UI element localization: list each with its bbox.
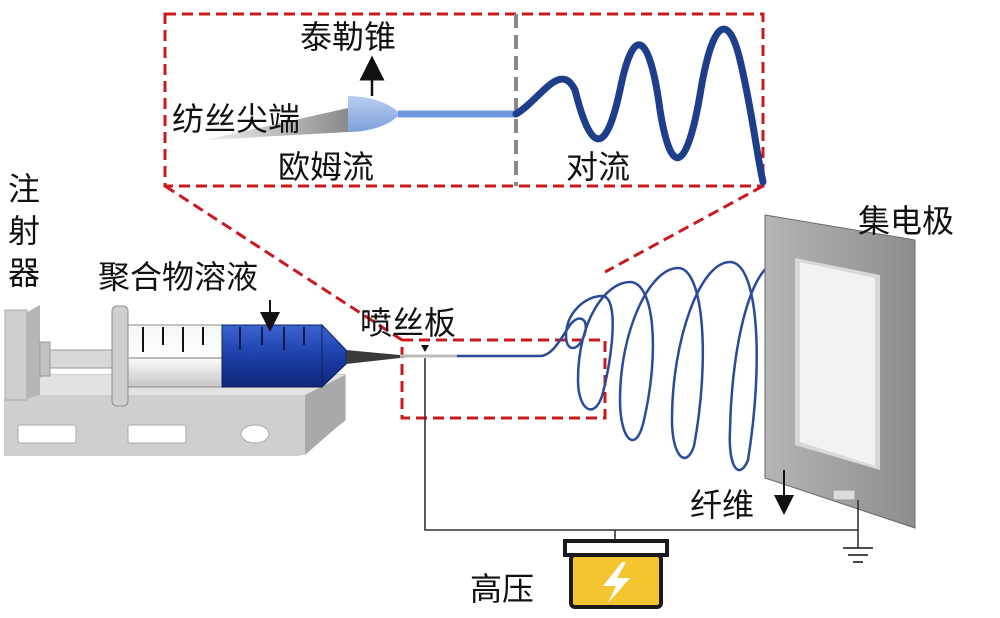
- label-taylor-cone: 泰勒锥: [300, 18, 396, 56]
- spinneret-arrow-icon: [421, 345, 429, 352]
- whipping-jet: [512, 25, 767, 186]
- label-fiber: 纤维: [690, 486, 754, 524]
- ground-symbol-icon: [843, 547, 873, 563]
- inset-zoom-box: [163, 12, 767, 188]
- spinning-tip-needle: [205, 108, 348, 140]
- label-collector: 集电极: [858, 202, 954, 240]
- label-syringe-pump-1: 注: [8, 170, 40, 208]
- label-convection: 对流: [566, 148, 630, 186]
- magnified-region-box: [400, 338, 607, 420]
- label-spinneret: 喷丝板: [360, 304, 456, 342]
- label-syringe-pump-2: 射: [8, 212, 40, 250]
- label-spinning-tip: 纺丝尖端: [172, 100, 300, 138]
- label-high-voltage: 高压: [470, 570, 534, 608]
- collector-plate: [764, 214, 916, 529]
- label-ohmic-flow: 欧姆流: [278, 148, 374, 186]
- syringe-pump: [4, 305, 458, 456]
- fiber-spiral: [456, 260, 799, 484]
- high-voltage-battery-icon: [563, 539, 669, 609]
- taylor-cone-shape: [348, 96, 398, 132]
- label-polymer-solution: 聚合物溶液: [98, 258, 258, 296]
- label-syringe-pump-3: 器: [8, 254, 40, 292]
